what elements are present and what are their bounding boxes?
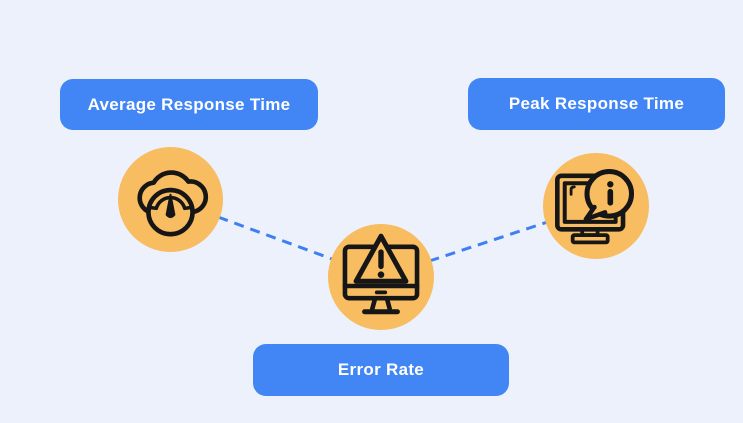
node-average-response-time [118,147,223,252]
cloud-gauge-icon [118,147,223,252]
label-peak-response-time: Peak Response Time [468,78,725,130]
node-peak-response-time [543,153,649,259]
label-error-rate: Error Rate [253,344,509,396]
label-peak-response-time-text: Peak Response Time [508,94,685,113]
label-error-rate-text: Error Rate [337,360,425,379]
node-error-rate [328,224,434,330]
label-average-response-time: Average Response Time [60,79,318,130]
monitor-info-bubble-icon [543,153,649,259]
monitor-warning-icon [328,224,434,330]
label-average-response-time-text: Average Response Time [87,94,291,114]
